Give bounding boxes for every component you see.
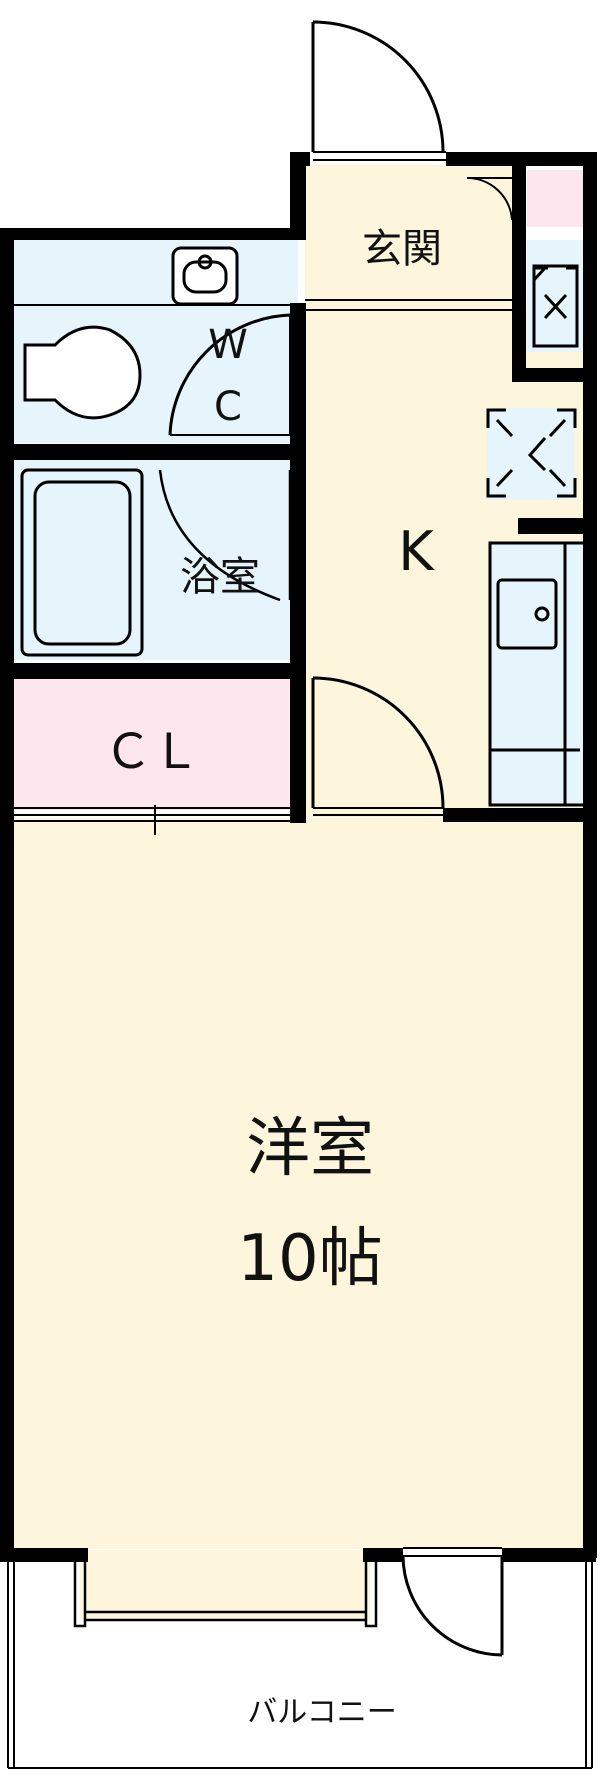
western-room-label: 洋室	[246, 1112, 374, 1186]
walls	[0, 152, 597, 1562]
shoe-box-door	[466, 176, 513, 221]
entrance-area	[305, 165, 513, 305]
balcony-label: バルコニー	[247, 1695, 396, 1730]
kitchen-label: K	[398, 520, 435, 583]
entrance-label: 玄関	[362, 226, 442, 272]
closet-area	[14, 678, 298, 810]
bathtub	[20, 468, 144, 657]
western-room-area	[14, 818, 596, 1549]
fridge-space	[527, 240, 583, 352]
kitchen-sink	[488, 541, 596, 807]
kitchen-counter	[490, 543, 594, 805]
balcony-door	[401, 1547, 504, 1657]
toilet	[23, 246, 239, 420]
bath-label: 浴室	[180, 554, 260, 600]
bathroom-area	[14, 460, 298, 660]
wc-label-c: C	[214, 384, 242, 430]
closet-label: ＣＬ	[104, 724, 200, 780]
balcony-outline	[7, 1558, 593, 1769]
balcony-sliding-window	[73, 1558, 378, 1628]
washer-mark	[486, 408, 577, 498]
front-door	[311, 20, 446, 161]
toilet-door	[168, 313, 291, 436]
fridge-mark	[532, 264, 579, 348]
balcony-window-sill	[80, 1550, 370, 1620]
shoe-box	[527, 170, 583, 227]
western-room-size: 10帖	[237, 1222, 382, 1296]
room-door	[311, 676, 445, 816]
wc-label-w: W	[208, 322, 248, 368]
toilet-area	[14, 238, 298, 443]
bathroom-door	[158, 469, 292, 602]
